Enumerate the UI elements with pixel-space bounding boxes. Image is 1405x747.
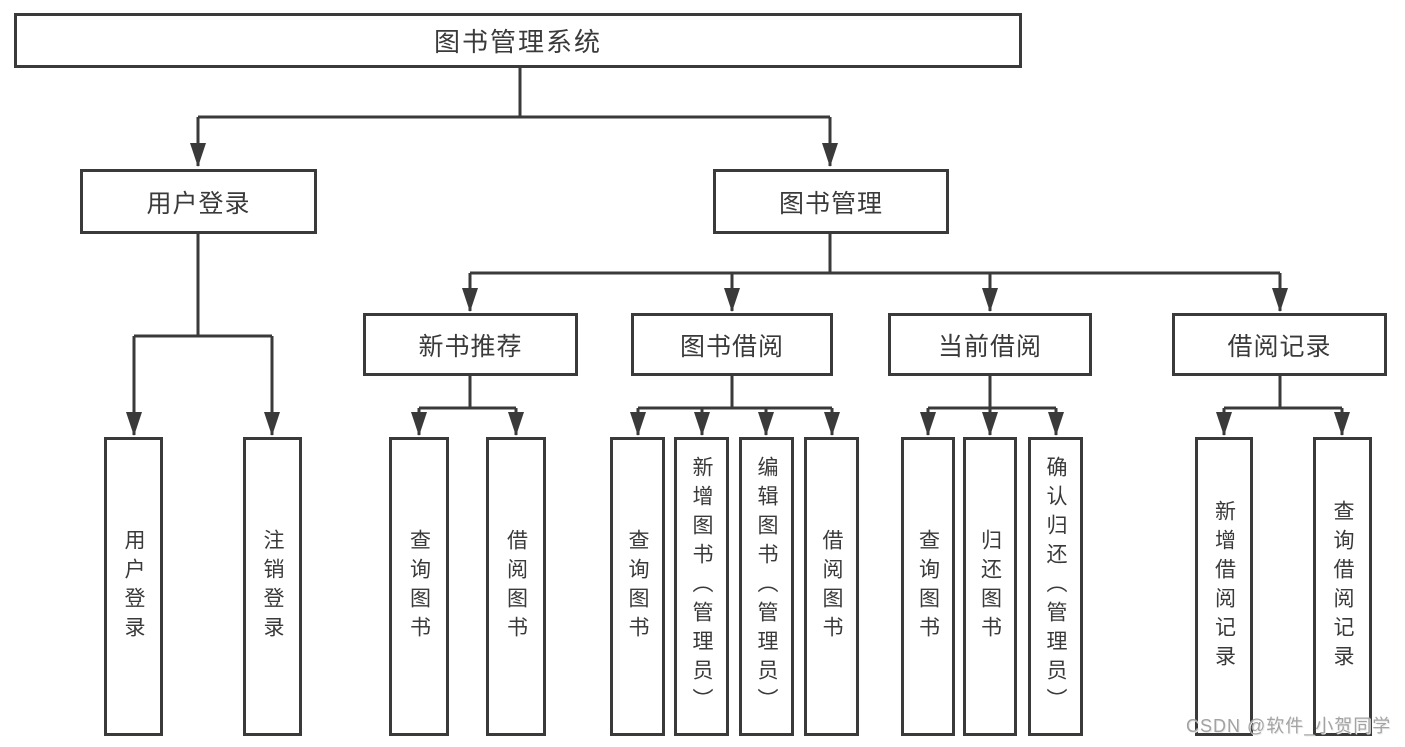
leaf-query-books-3: 查询图书 (901, 437, 955, 736)
leaf-query-books-3-label: 查询图书 (916, 528, 940, 645)
node-book-borrowing-label: 图书借阅 (679, 332, 784, 361)
connector-borrowing-records (1224, 376, 1342, 410)
leaf-confirm-return-admin-label: 确认归还（管理员） (1044, 456, 1067, 717)
leaf-logout: 注销登录 (243, 437, 302, 736)
leaf-query-books: 查询图书 (389, 437, 449, 736)
node-new-book-recommendation: 新书推荐 (363, 313, 578, 376)
leaf-return-books-label: 归还图书 (978, 528, 1002, 645)
leaf-query-books-2-label: 查询图书 (626, 528, 649, 645)
node-user-login-label: 用户登录 (146, 189, 251, 218)
leaf-query-borrow-record: 查询借阅记录 (1313, 437, 1372, 736)
leaf-add-borrow-record: 新增借阅记录 (1195, 437, 1253, 736)
leaf-query-borrow-record-label: 查询借阅记录 (1331, 499, 1354, 674)
node-borrowing-records-label: 借阅记录 (1227, 332, 1332, 361)
leaf-borrow-books-label: 借阅图书 (504, 528, 528, 645)
leaf-edit-books-admin-label: 编辑图书（管理员） (755, 456, 778, 717)
leaf-query-books-2: 查询图书 (610, 437, 665, 736)
leaf-add-borrow-record-label: 新增借阅记录 (1212, 499, 1236, 674)
connector-book-borrowing (638, 376, 832, 410)
node-new-book-recommendation-label: 新书推荐 (418, 332, 523, 361)
node-book-borrowing: 图书借阅 (631, 313, 833, 376)
node-root-library-management-system: 图书管理系统 (14, 13, 1022, 68)
node-book-management-label: 图书管理 (778, 189, 883, 218)
node-book-management: 图书管理 (713, 169, 949, 234)
node-current-borrowing: 当前借阅 (888, 313, 1092, 376)
leaf-borrow-books-2: 借阅图书 (804, 437, 859, 736)
connector-current-borrowing (928, 376, 1056, 410)
node-current-borrowing-label: 当前借阅 (937, 332, 1042, 361)
leaf-user-login-label: 用户登录 (122, 528, 145, 645)
node-user-login: 用户登录 (80, 169, 317, 234)
csdn-watermark: CSDN @软件_小贺同学 (1186, 716, 1392, 736)
leaf-confirm-return-admin: 确认归还（管理员） (1028, 437, 1083, 736)
connector-book-management (470, 234, 1280, 275)
node-borrowing-records: 借阅记录 (1172, 313, 1387, 376)
leaf-borrow-books: 借阅图书 (486, 437, 546, 736)
node-root-label: 图书管理系统 (433, 27, 602, 57)
leaf-add-books-admin-label: 新增图书（管理员） (690, 456, 713, 717)
leaf-query-books-label: 查询图书 (407, 528, 431, 645)
leaf-borrow-books-2-label: 借阅图书 (820, 528, 843, 645)
leaf-edit-books-admin: 编辑图书（管理员） (739, 437, 794, 736)
connector-user-login (134, 234, 272, 338)
leaf-logout-label: 注销登录 (261, 528, 284, 645)
leaf-user-login: 用户登录 (104, 437, 163, 736)
connector-root (198, 68, 830, 119)
connector-new-book-recommendation (419, 376, 516, 410)
leaf-add-books-admin: 新增图书（管理员） (674, 437, 729, 736)
leaf-return-books: 归还图书 (963, 437, 1017, 736)
